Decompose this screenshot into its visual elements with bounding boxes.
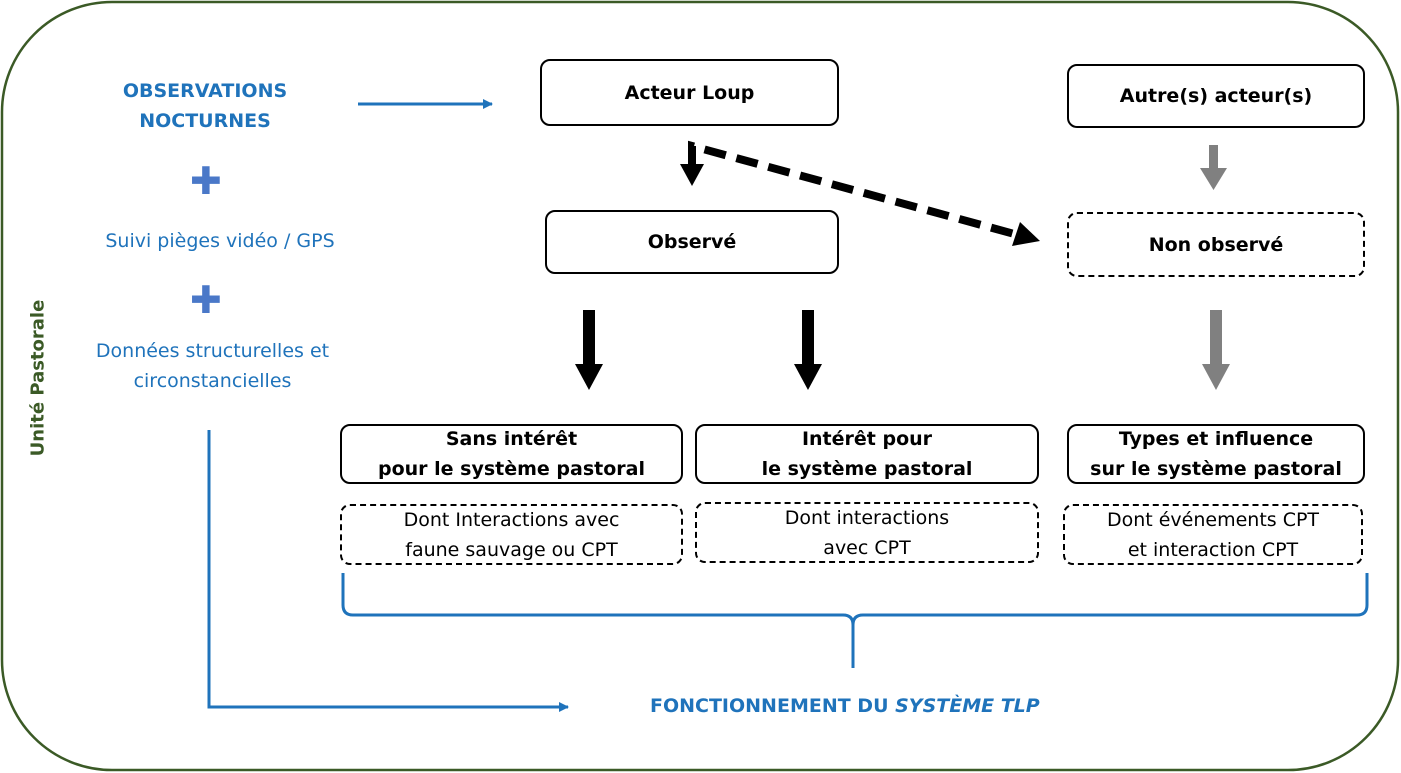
autres-acteurs-text: Autre(s) acteur(s) [1119,85,1313,107]
footer-label: FONCTIONNEMENT DU SYSTÈME TLP [650,691,1040,721]
night-observations-label: OBSERVATIONS NOCTURNES [95,76,315,136]
dont-faune-line-1: Dont Interactions avec [403,508,620,531]
dont-cpt-line-2: avec CPT [823,536,911,559]
dont-evt-line-1: Dont événements CPT [1106,508,1320,531]
non-observe-text: Non observé [1148,233,1284,256]
types-influence-box: Types et influence sur le système pastor… [1067,424,1365,484]
black-arrow-right [794,310,822,390]
dont-faune-line-2: faune sauvage ou CPT [405,538,618,561]
interet-line-2: le système pastoral [761,458,973,480]
observe-box: Observé [545,210,839,274]
grouping-brace [341,573,1369,668]
sans-interet-line-1: Sans intérêt [445,428,578,450]
footer-label-main: FONCTIONNEMENT DU [650,695,896,717]
types-line-2: sur le système pastoral [1090,458,1342,480]
video-gps-label: Suivi pièges vidéo / GPS [105,230,335,252]
observe-text: Observé [647,231,737,253]
black-arrow-left [575,310,603,390]
interet-box: Intérêt pour le système pastoral [695,424,1039,484]
dont-cpt-box: Dont interactions avec CPT [695,502,1039,563]
dont-evenements-box: Dont événements CPT et interaction CPT [1063,504,1363,565]
autres-acteurs-box: Autre(s) acteur(s) [1067,64,1365,128]
structural-data-label: Données structurelles et circonstanciell… [60,336,365,396]
dont-cpt-line-1: Dont interactions [784,506,950,529]
footer-label-italic: SYSTÈME TLP [895,695,1040,717]
data-line-1: Données structurelles et [95,340,330,362]
interet-line-1: Intérêt pour [801,428,933,450]
dont-evt-line-2: et interaction CPT [1127,538,1299,561]
plus-icon: ✚ [190,278,222,322]
gray-arrow-upper [1200,145,1227,190]
acteur-loup-text: Acteur Loup [624,81,755,104]
sans-interet-line-2: pour le système pastoral [377,458,646,480]
types-line-1: Types et influence [1118,428,1314,450]
obs-line-2: NOCTURNES [139,110,271,132]
sans-interet-box: Sans intérêt pour le système pastoral [340,424,683,484]
data-line-2: circonstancielles [133,370,292,392]
gray-arrow-lower [1202,310,1230,390]
dashed-split-arrow [680,140,1040,246]
dont-faune-box: Dont Interactions avec faune sauvage ou … [340,504,683,565]
non-observe-box: Non observé [1067,212,1365,277]
obs-line-1: OBSERVATIONS [122,80,288,102]
side-label: Unité Pastorale [27,299,49,457]
acteur-loup-box: Acteur Loup [540,59,839,126]
data-to-footer-arrow [207,430,569,712]
plus-icon: ✚ [190,159,222,203]
